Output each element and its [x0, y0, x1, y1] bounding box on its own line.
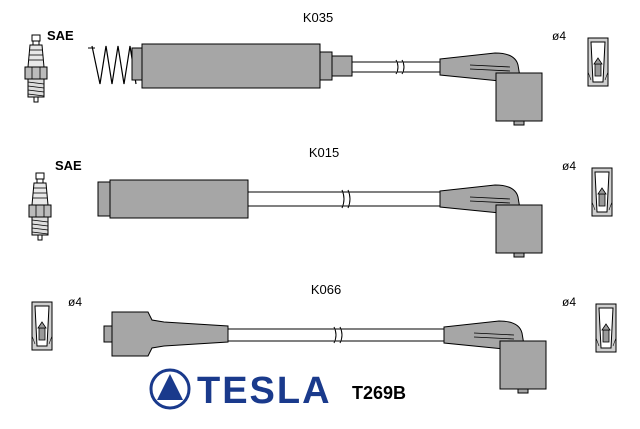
terminal-left-size-label: ø4 [68, 295, 82, 309]
cable-code: K015 [309, 145, 339, 160]
terminal-left-icon [31, 301, 53, 351]
boot-straight [111, 311, 229, 357]
angle-boot-icon [443, 320, 547, 394]
cable-k035: K035 SAE ø4 [24, 10, 609, 126]
angle-boot-icon [439, 184, 543, 258]
part-number: T269B [352, 383, 406, 403]
terminal-size-label: ø4 [562, 159, 576, 173]
angle-boot-icon [439, 52, 543, 126]
logo-triangle-icon [157, 374, 183, 400]
terminal-size-label: ø4 [562, 295, 576, 309]
cable-code: K035 [303, 10, 333, 25]
spark-plug-icon [28, 172, 52, 241]
tesla-logo: TESLA T269B [149, 368, 406, 412]
cable-k066: K066 ø4 ø4 [31, 282, 617, 394]
cable-code: K066 [311, 282, 341, 297]
terminal-icon [595, 303, 617, 353]
terminal-size-label: ø4 [552, 29, 566, 43]
logo-circle-icon [149, 368, 191, 410]
terminal-icon [591, 167, 613, 217]
brand-name: TESLA [197, 370, 332, 412]
cable-k015: K015 SAE ø4 [28, 145, 613, 258]
boot-straight [109, 179, 249, 219]
terminal-icon [587, 37, 609, 87]
plug-standard-label: SAE [47, 28, 74, 43]
spark-plug-icon [24, 34, 48, 103]
spring-icon [91, 45, 137, 85]
boot-straight [141, 43, 321, 89]
plug-standard-label: SAE [55, 158, 82, 173]
